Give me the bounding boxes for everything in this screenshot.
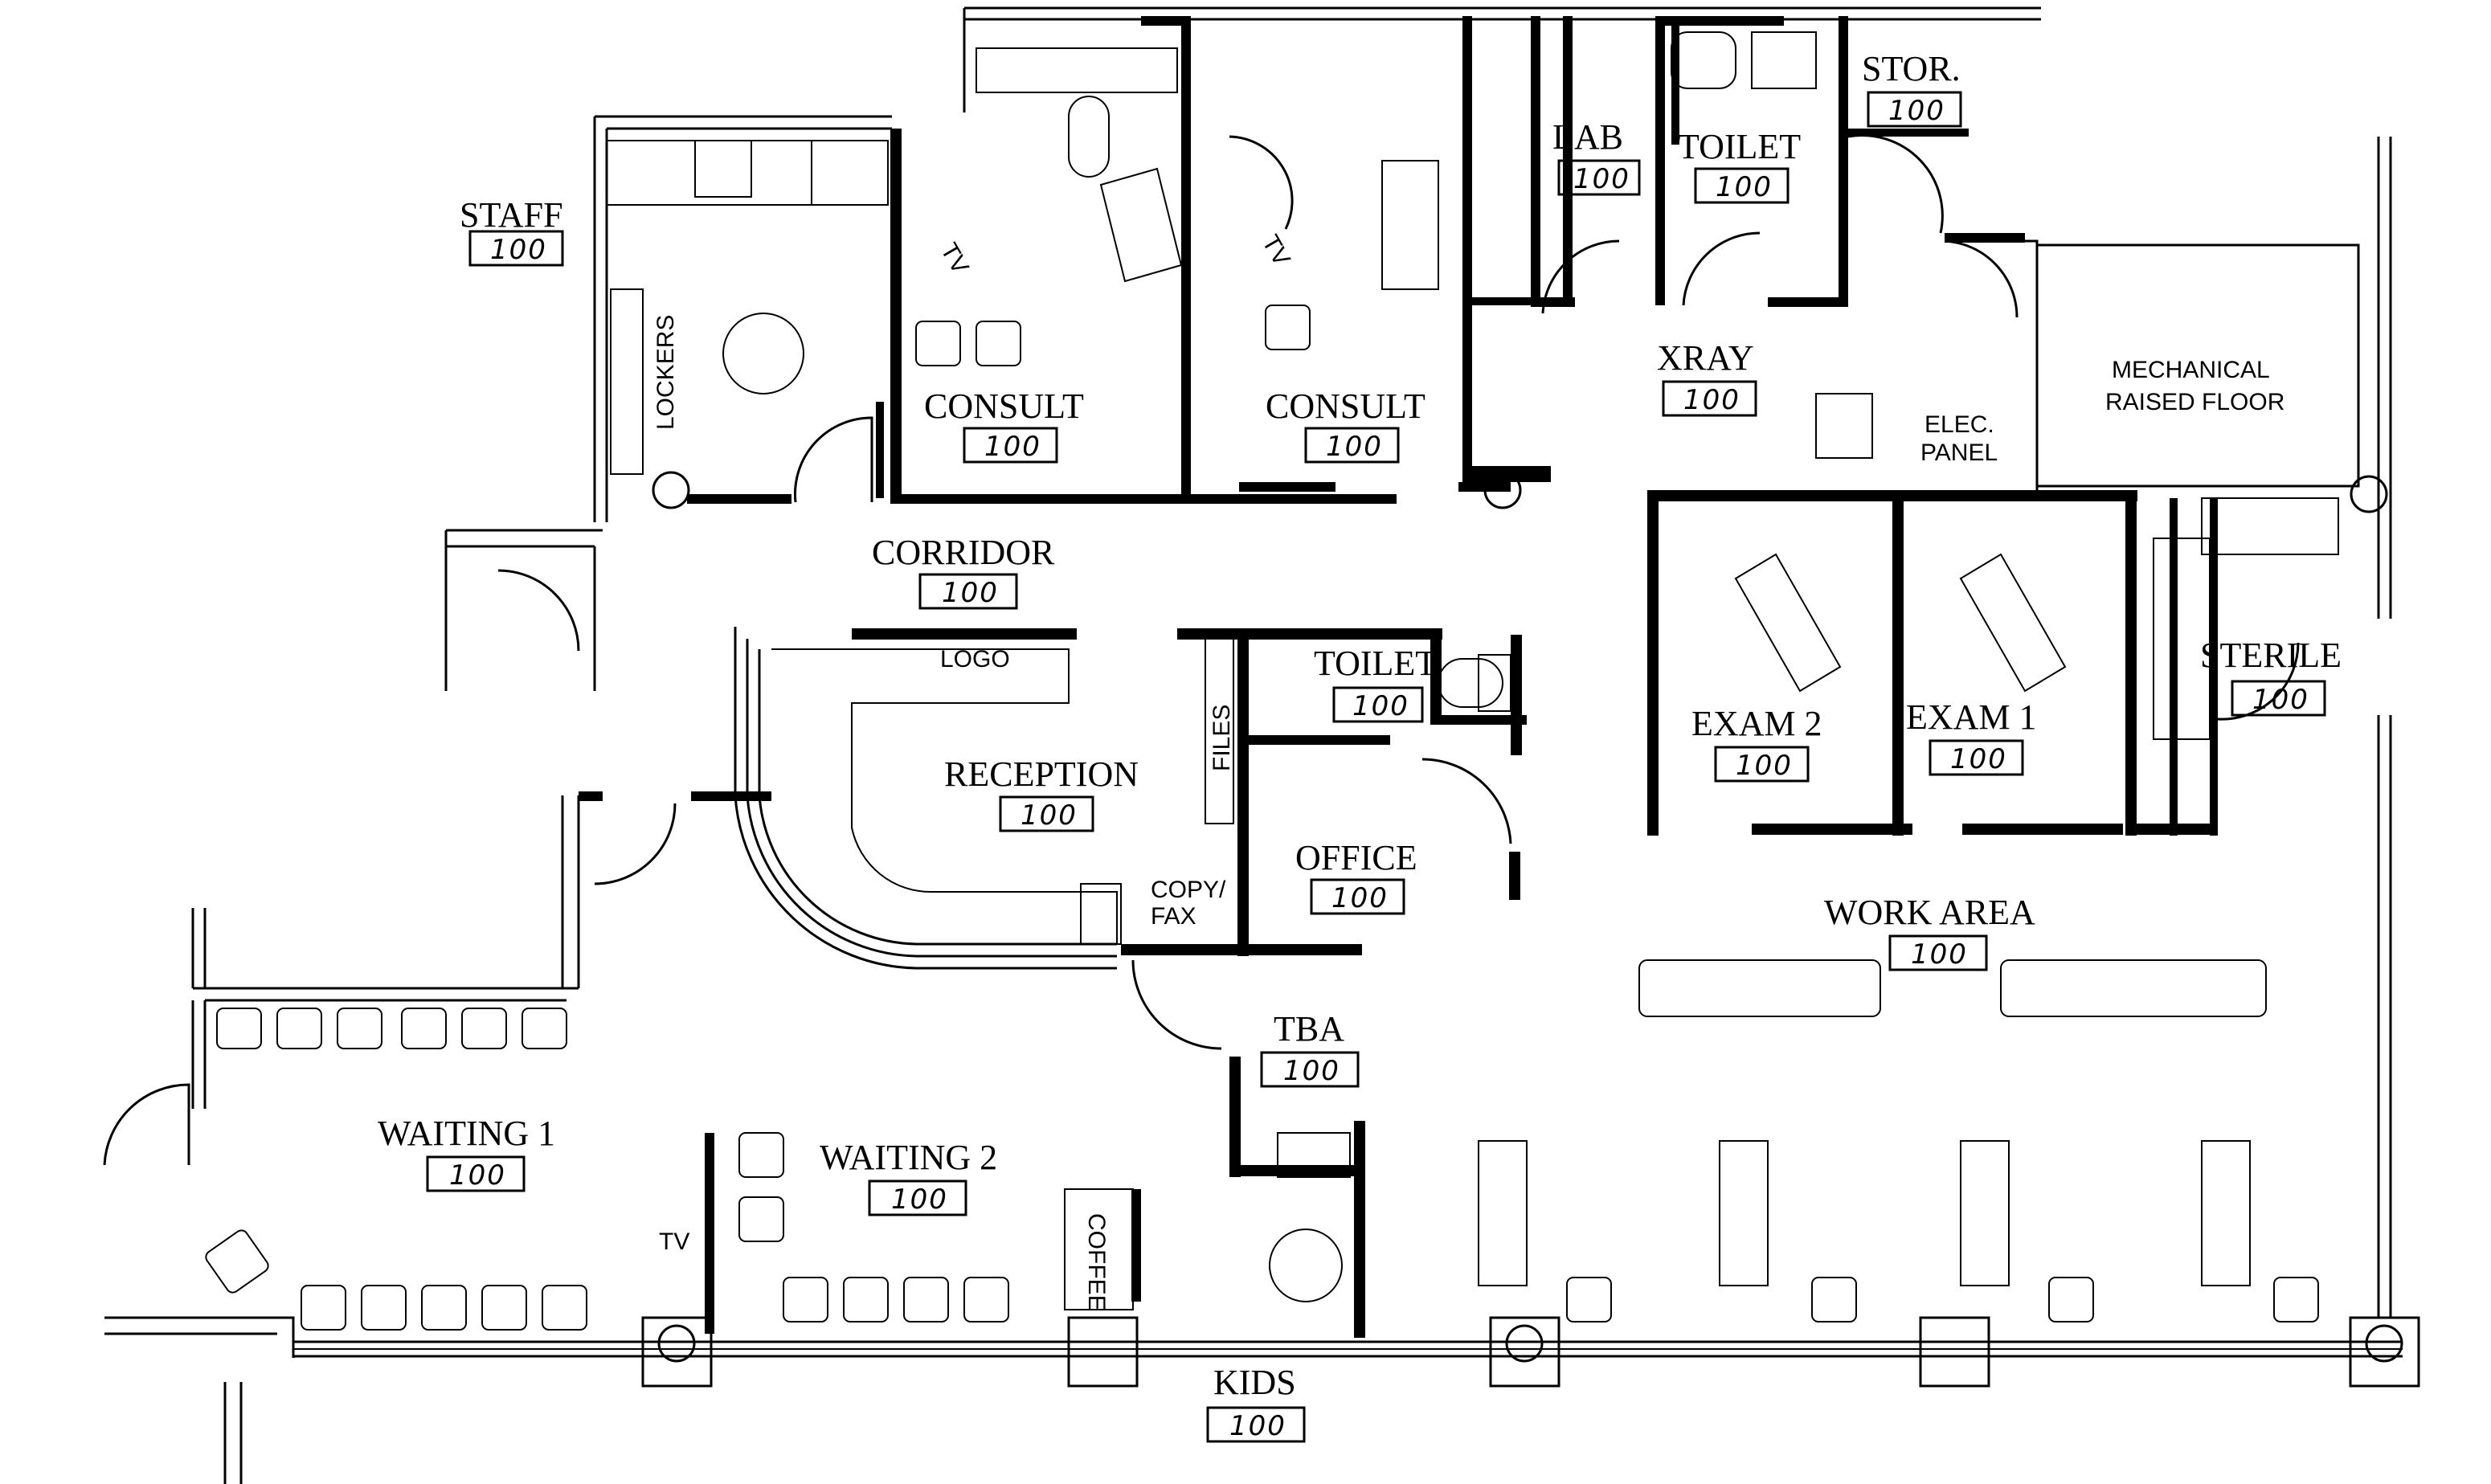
lockers-label: LOCKERS <box>652 315 679 430</box>
room-tag-exam-2: 100 <box>1714 746 1810 783</box>
room-tag-work-area: 100 <box>1888 934 1988 971</box>
room-label-waiting-2: WAITING 2 <box>820 1138 997 1177</box>
room-label-storage: STOR. <box>1862 49 1961 88</box>
room-label-office: OFFICE <box>1295 838 1417 877</box>
room-tag-toilet-lower: 100 <box>1332 686 1424 723</box>
room-label-tba: TBA <box>1274 1009 1344 1049</box>
room-tag-consult-1: 100 <box>963 427 1058 464</box>
svg-text:100: 100 <box>1283 1055 1340 1087</box>
room-label-kids: KIDS <box>1213 1363 1296 1402</box>
room-tag-office: 100 <box>1310 878 1405 915</box>
copy-label: COPY/ <box>1151 877 1226 903</box>
svg-text:100: 100 <box>942 577 999 609</box>
tv-label-3: TV <box>659 1228 689 1255</box>
room-label-sterile: STERILE <box>2200 636 2342 675</box>
svg-text:100: 100 <box>1683 384 1740 416</box>
room-label-toilet-upper: TOILET <box>1678 127 1801 166</box>
room-label-consult-1: CONSULT <box>924 386 1084 426</box>
room-label-lab: LAB <box>1552 117 1623 157</box>
room-label-elec: ELEC. <box>1924 411 1994 438</box>
svg-text:100: 100 <box>1950 743 2007 775</box>
room-label-reception: RECEPTION <box>944 754 1139 794</box>
room-tag-staff: 100 <box>468 230 564 267</box>
room-tag-xray: 100 <box>1662 380 1757 417</box>
building-outline <box>104 6 2403 1484</box>
room-label-mechanical: MECHANICAL <box>2112 357 2270 383</box>
doors <box>103 133 2300 1166</box>
room-label-exam-2: EXAM 2 <box>1691 704 1822 743</box>
svg-text:100: 100 <box>1888 95 1945 127</box>
room-tag-exam-1: 100 <box>1929 739 2024 776</box>
room-tag-consult-2: 100 <box>1304 427 1400 464</box>
svg-text:100: 100 <box>1021 799 1078 832</box>
room-label-raised-floor: RAISED FLOOR <box>2105 389 2284 415</box>
room-tag-waiting-1: 100 <box>426 1155 526 1192</box>
svg-text:100: 100 <box>490 234 547 266</box>
svg-text:100: 100 <box>1352 690 1409 722</box>
reception-desk <box>734 627 1234 970</box>
svg-text:100: 100 <box>449 1159 506 1192</box>
files-label: FILES <box>1209 705 1235 771</box>
dental-chairs <box>1099 160 2251 1286</box>
svg-text:100: 100 <box>1911 938 1968 971</box>
room-label-exam-1: EXAM 1 <box>1906 697 2037 737</box>
room-tag-lab: 100 <box>1557 159 1641 196</box>
room-tags: 100 100 100 100 100 100 100 100 100 100 … <box>426 91 2326 1443</box>
svg-text:100: 100 <box>891 1184 948 1216</box>
svg-text:100: 100 <box>1716 171 1773 203</box>
room-label-staff: STAFF <box>460 195 563 235</box>
room-tag-toilet-upper: 100 <box>1694 167 1790 204</box>
room-tag-corridor: 100 <box>918 573 1018 610</box>
room-tag-sterile: 100 <box>2231 680 2326 717</box>
tv-label-1: TV <box>935 239 974 279</box>
chairs <box>205 305 2319 1331</box>
coffee-label: COFFEE <box>1083 1213 1110 1311</box>
room-label-panel: PANEL <box>1920 439 1998 466</box>
logo-label: LOGO <box>940 646 1010 673</box>
room-tag-reception: 100 <box>999 795 1094 832</box>
room-tag-waiting-2: 100 <box>868 1179 967 1216</box>
svg-text:100: 100 <box>1229 1410 1286 1442</box>
svg-text:100: 100 <box>2252 684 2309 716</box>
svg-text:100: 100 <box>1331 882 1389 914</box>
fax-label: FAX <box>1151 903 1196 930</box>
svg-text:100: 100 <box>984 431 1041 463</box>
svg-text:100: 100 <box>1573 163 1630 195</box>
room-label-toilet-lower: TOILET <box>1314 644 1437 683</box>
room-tag-storage: 100 <box>1867 91 1962 128</box>
room-label-corridor: CORRIDOR <box>872 533 1055 572</box>
svg-text:100: 100 <box>1326 431 1383 463</box>
room-label-work-area: WORK AREA <box>1824 893 2035 932</box>
room-label-xray: XRAY <box>1657 338 1754 378</box>
svg-text:100: 100 <box>1736 750 1793 782</box>
fixtures-outlines <box>606 31 2420 1388</box>
heavy-walls <box>579 16 2218 1338</box>
tv-label-2: TV <box>1257 231 1295 271</box>
room-labels: STAFF CONSULT CONSULT LAB TOILET STOR. X… <box>378 49 2342 1402</box>
room-tag-tba: 100 <box>1260 1051 1360 1088</box>
room-label-waiting-1: WAITING 1 <box>378 1114 555 1153</box>
room-label-consult-2: CONSULT <box>1266 386 1425 426</box>
room-tag-kids: 100 <box>1206 1406 1306 1443</box>
